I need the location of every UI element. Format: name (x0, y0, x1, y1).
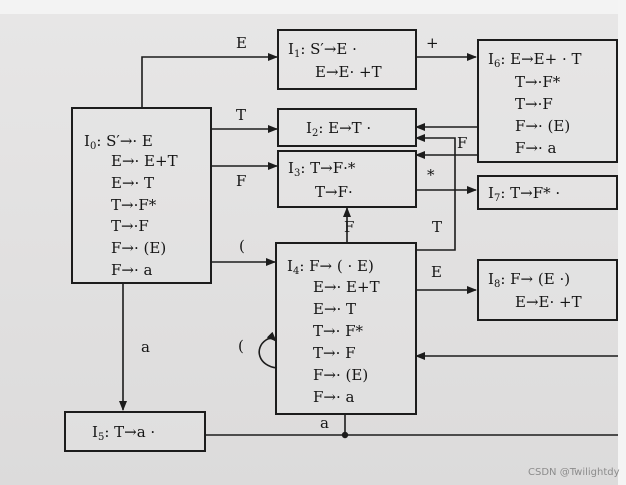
item: : E→E+ · T (500, 50, 582, 68)
item: T→·F* (111, 196, 157, 214)
state-i6: I6: E→E+ · T T→·F* T→·F F→· (E) F→· a (477, 39, 618, 163)
item: : T→F·* (300, 159, 356, 177)
state-i4: I4: F→ ( · E) E→· E+T E→· T T→· F* T→· F… (275, 242, 417, 415)
item: : E→T · (318, 119, 372, 137)
edge-i4-self-loop (258, 331, 278, 369)
item: F→· (E) (111, 239, 167, 257)
edge-label-i4-self: ( (238, 337, 244, 355)
state-name: I (488, 50, 494, 68)
edge-label-i4-i8: E (431, 263, 442, 281)
item: E→· E+T (111, 152, 178, 170)
edge-i4-i2 (415, 134, 456, 251)
item: : F→ (E ·) (500, 270, 571, 288)
edge-i0-i1 (141, 53, 278, 107)
item: E→· T (111, 174, 155, 192)
top-margin (0, 0, 626, 14)
edge-label-i0-i3: F (236, 172, 247, 190)
edge-label-i4-i2: T (432, 218, 443, 236)
state-i3: I3: T→F·* T→F· (277, 150, 417, 208)
item: E→E· +T (315, 63, 382, 81)
item: : S′→E · (300, 40, 357, 58)
state-i7: I7: T→F* · (477, 175, 618, 210)
item: : T→F* · (500, 184, 561, 202)
edge-label-i4-a: a (320, 414, 329, 432)
watermark: CSDN @Twilightdy (528, 467, 620, 478)
item: T→F· (315, 183, 353, 201)
item: : S′→· E (96, 132, 153, 150)
state-name: I (92, 423, 98, 441)
state-i8: I8: F→ (E ·) E→E· +T (477, 259, 618, 321)
item: F→· a (313, 388, 355, 406)
state-name: I (488, 270, 494, 288)
item: F→· a (111, 261, 153, 279)
edge-label-i4-i3: F (344, 218, 355, 236)
edge-label-i6-i3: F (457, 134, 468, 152)
item: T→·F (111, 217, 149, 235)
state-name: I (84, 132, 90, 150)
item: : F→ ( · E) (299, 257, 374, 275)
item: T→· F* (313, 322, 364, 340)
item: E→· E+T (313, 278, 380, 296)
item: : T→a · (104, 423, 156, 441)
state-name: I (306, 119, 312, 137)
edge-label-i0-i1: E (236, 34, 247, 52)
state-i5: I5: T→a · (64, 411, 206, 452)
item: E→E· +T (515, 293, 582, 311)
right-margin (618, 0, 626, 485)
state-i0: I0: S′→· E E→· E+T E→· T T→·F* T→·F F→· … (71, 107, 212, 284)
edge-label-i0-i2: T (236, 106, 247, 124)
item: T→·F (515, 95, 553, 113)
a-junction-dot (341, 431, 349, 439)
state-name: I (288, 159, 294, 177)
item: F→· (E) (515, 117, 571, 135)
item: T→· F (313, 344, 356, 362)
item: F→· a (515, 139, 557, 157)
edge-label-i0-i5: a (141, 338, 150, 356)
edge-label-i1-i6: + (426, 34, 439, 52)
state-name: I (287, 257, 293, 275)
state-name: I (288, 40, 294, 58)
item: F→· (E) (313, 366, 369, 384)
item: T→·F* (515, 73, 561, 91)
state-i1: I1: S′→E · E→E· +T (277, 29, 417, 90)
edge-label-i3-i7: * (427, 166, 435, 184)
edge-label-i0-i4: ( (239, 237, 245, 255)
state-name: I (488, 184, 494, 202)
state-i2: I2: E→T · (277, 108, 417, 147)
item: E→· T (313, 300, 357, 318)
